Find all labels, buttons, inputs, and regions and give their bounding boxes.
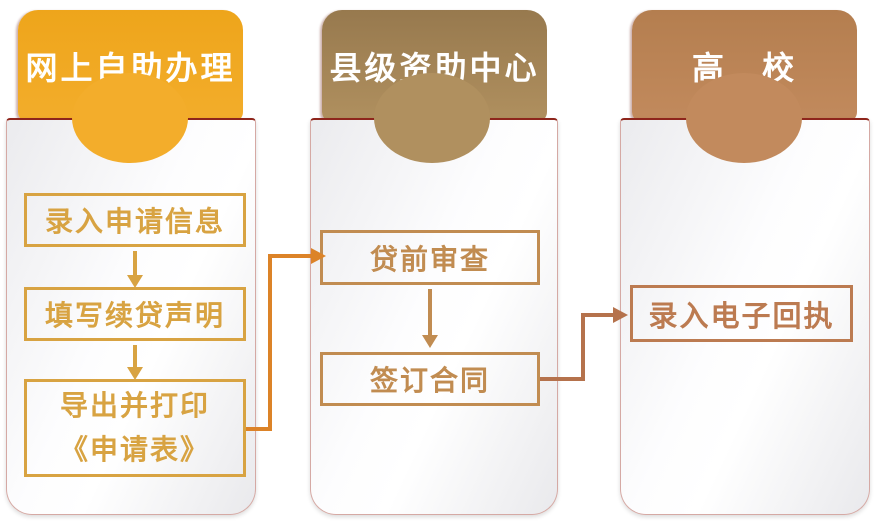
column-online-self-service: 网上自助办理 (6, 0, 256, 515)
step-enter-electronic-receipt: 录入电子回执 (630, 285, 853, 342)
tab-notch (686, 73, 802, 163)
step-fill-renewal-statement: 填写续贷声明 (24, 287, 246, 341)
step-pre-loan-review: 贷前审查 (320, 230, 540, 285)
tab-notch (374, 73, 490, 163)
card-online-self-service (6, 118, 256, 515)
card-county-funding-center (310, 118, 558, 515)
card-university (620, 118, 870, 515)
tab-notch (72, 73, 188, 163)
step-export-print-application-form: 导出并打印 《申请表》 (24, 379, 246, 477)
column-university: 高 校 (620, 0, 870, 515)
step-sign-contract: 签订合同 (320, 352, 540, 406)
step-enter-application-info: 录入申请信息 (24, 193, 246, 247)
